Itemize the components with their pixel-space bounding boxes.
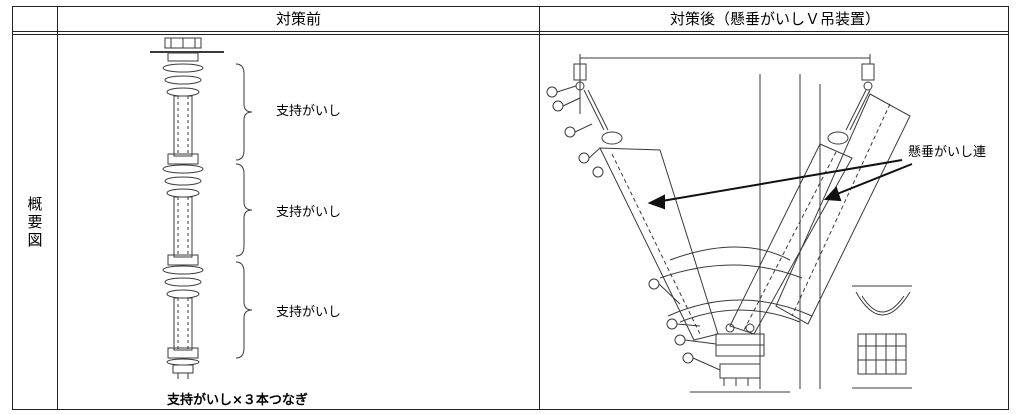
header-divider — [13, 31, 1008, 32]
column-divider-left — [57, 7, 58, 409]
support-insulator-label-1: 支持がいし — [276, 104, 342, 119]
header-before: 対策前 — [275, 10, 321, 28]
comparison-table: 対策前 対策後（懸垂がいしＶ吊装置） 概要図 — [12, 6, 1009, 410]
row-label-cell: 概要図 — [13, 34, 57, 411]
support-insulator-label-2: 支持がいし — [276, 205, 342, 220]
post-insulator-stack-drawing — [150, 37, 253, 379]
before-caption: 支持がいし×３本つなぎ — [167, 393, 308, 408]
v-suspension-drawing — [546, 54, 913, 393]
header-divider-double — [13, 34, 1008, 35]
support-insulator-label-3: 支持がいし — [276, 305, 342, 320]
row-label: 概要図 — [25, 195, 44, 250]
suspension-insulator-callout: 懸垂がいし連 — [908, 145, 987, 160]
header-after: 対策後（懸垂がいしＶ吊装置） — [669, 10, 880, 28]
column-divider-middle — [539, 7, 540, 409]
